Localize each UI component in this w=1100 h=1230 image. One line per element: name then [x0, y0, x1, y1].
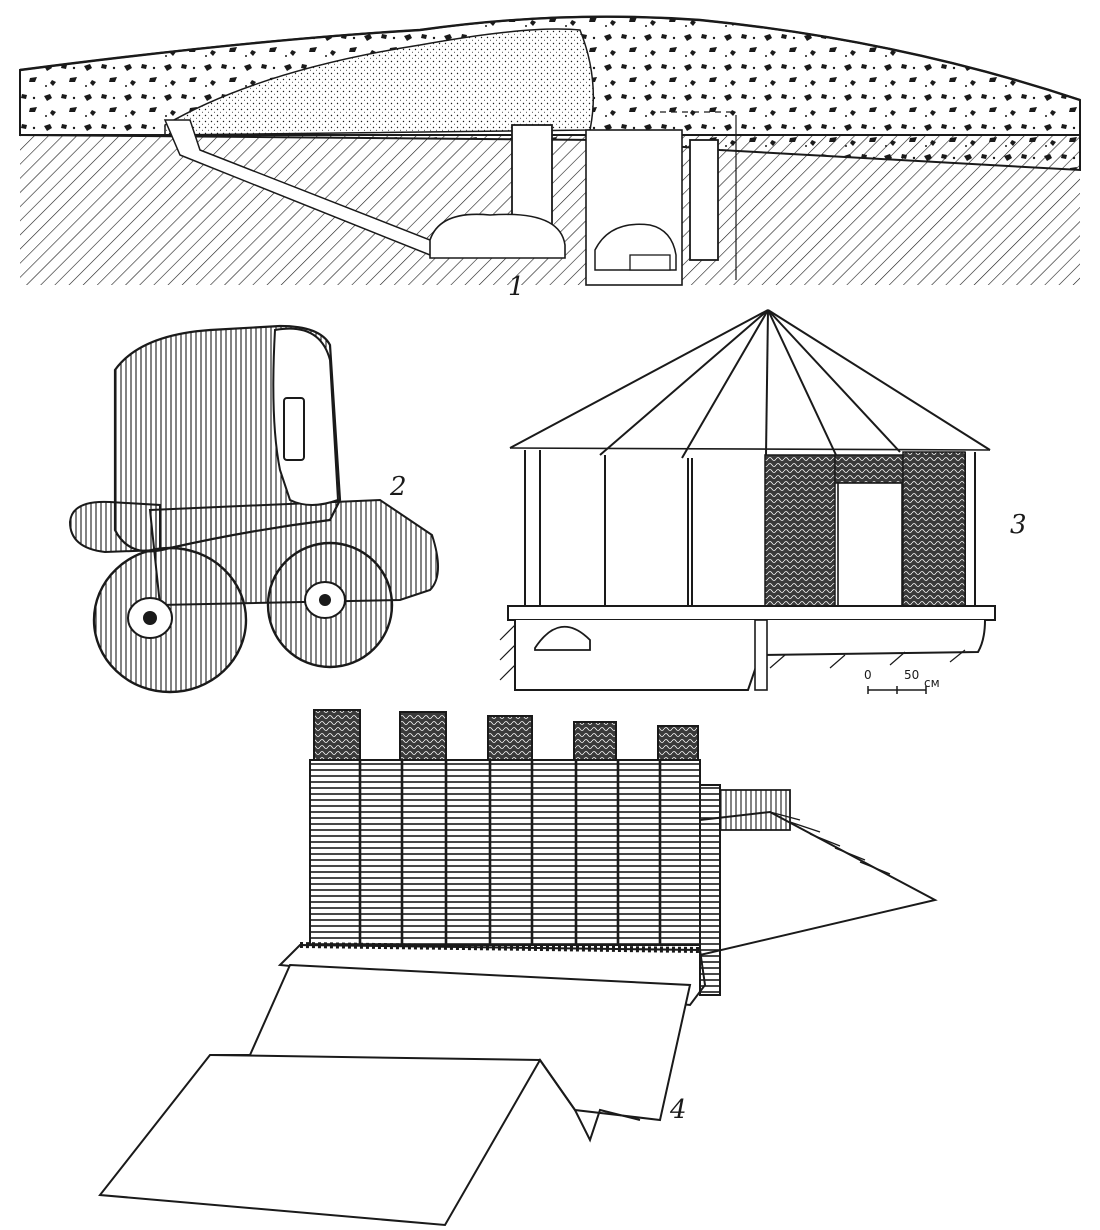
eave-line	[509, 447, 991, 451]
fortification-reconstruction	[98, 709, 938, 1227]
ditch-and-bank	[98, 963, 692, 1227]
rampart-slope-right	[699, 810, 938, 957]
figure-label-2: 2	[390, 472, 407, 502]
merlon	[487, 715, 533, 761]
wattle-wall-right	[902, 451, 966, 608]
oven-niche	[534, 625, 591, 651]
pit-vessel	[629, 254, 671, 271]
dwelling-reconstruction	[499, 309, 996, 694]
merlon	[399, 711, 447, 761]
figure-label-1: 1	[508, 272, 525, 302]
ditch-profile	[209, 1054, 641, 1143]
merlon	[313, 709, 361, 761]
scale-bar	[867, 686, 927, 694]
doorway	[837, 482, 903, 608]
merlon	[657, 725, 699, 761]
figure-label-3: 3	[1010, 510, 1027, 540]
merlon	[573, 721, 617, 761]
mound-outline	[19, 15, 1081, 102]
door-lintel	[834, 454, 904, 484]
wagon-window	[283, 397, 305, 461]
central-post	[754, 619, 768, 691]
dwelling-pit	[514, 619, 986, 691]
shaft-right	[689, 139, 719, 261]
figure-label-4: 4	[670, 1095, 687, 1125]
floor-beam	[507, 605, 996, 621]
wattle-wall-left	[764, 454, 836, 608]
axle-hole-right	[319, 594, 331, 606]
burial-chamber-left	[429, 213, 566, 259]
wagon-model	[68, 324, 439, 694]
axle-hole-left	[143, 611, 157, 625]
roof-poles	[509, 309, 991, 459]
pit-hatching	[499, 624, 966, 681]
battlements	[313, 709, 699, 761]
side-platform	[719, 789, 791, 831]
kurgan-cross-section	[19, 15, 1081, 286]
scale-zero-label: 0	[864, 668, 872, 682]
scale-value-label: 50	[904, 668, 920, 682]
wall-end	[699, 784, 721, 996]
inner-mound-dots	[165, 29, 594, 135]
timber-wall	[309, 759, 701, 946]
scale-unit-label: см	[924, 676, 940, 690]
wall-uprights	[358, 760, 662, 945]
